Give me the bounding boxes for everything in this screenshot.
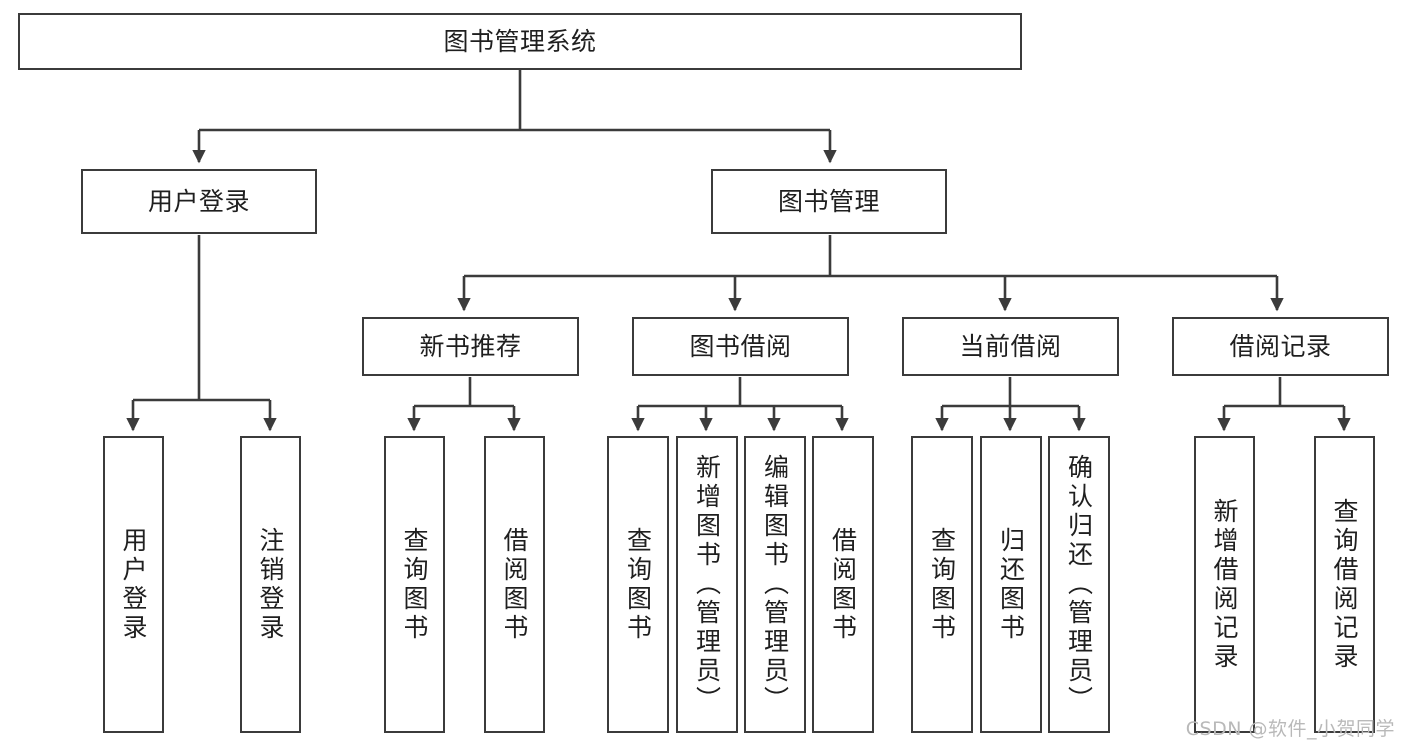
node-leaf-user-login[interactable]: 用户登录	[103, 436, 164, 733]
node-label: 当前借阅	[959, 331, 1062, 361]
node-label: 归还图书	[996, 526, 1026, 643]
node-user-login[interactable]: 用户登录	[81, 169, 317, 234]
node-leaf-logout[interactable]: 注销登录	[240, 436, 301, 733]
node-new-book-recommendation[interactable]: 新书推荐	[362, 317, 579, 376]
node-label: 用户登录	[119, 526, 148, 643]
watermark: CSDN @软件_小贺同学	[1185, 718, 1395, 740]
node-leaf-confirm-return-admin[interactable]: 确认归还（管理员）	[1048, 436, 1110, 733]
node-label: 查询借阅记录	[1330, 497, 1359, 672]
node-leaf-query-borrow-record[interactable]: 查询借阅记录	[1314, 436, 1375, 733]
node-label: 新增借阅记录	[1210, 497, 1239, 672]
node-book-management[interactable]: 图书管理	[711, 169, 947, 234]
node-leaf-query-book-current[interactable]: 查询图书	[911, 436, 973, 733]
node-label: 图书管理	[777, 186, 880, 216]
node-label: 借阅图书	[828, 526, 858, 643]
node-label: 借阅记录	[1229, 331, 1332, 361]
node-label: 查询图书	[623, 526, 653, 643]
node-root-book-management-system[interactable]: 图书管理系统	[18, 13, 1022, 70]
node-leaf-query-book-borrow[interactable]: 查询图书	[607, 436, 669, 733]
node-label: 图书借阅	[689, 331, 792, 361]
node-leaf-borrow-book-recommend[interactable]: 借阅图书	[484, 436, 545, 733]
node-leaf-add-borrow-record[interactable]: 新增借阅记录	[1194, 436, 1255, 733]
node-label: 查询图书	[927, 526, 957, 643]
node-label: 查询图书	[400, 526, 429, 643]
node-leaf-query-book-recommend[interactable]: 查询图书	[384, 436, 445, 733]
node-label: 编辑图书（管理员）	[760, 454, 790, 715]
node-label: 新书推荐	[419, 331, 522, 361]
node-label: 注销登录	[256, 526, 285, 643]
node-label: 用户登录	[147, 186, 250, 216]
node-leaf-edit-book-admin[interactable]: 编辑图书（管理员）	[744, 436, 806, 733]
node-current-borrow[interactable]: 当前借阅	[902, 317, 1119, 376]
node-label: 图书管理系统	[443, 26, 597, 56]
node-label: 确认归还（管理员）	[1064, 454, 1094, 715]
node-leaf-return-book[interactable]: 归还图书	[980, 436, 1042, 733]
node-label: 借阅图书	[500, 526, 529, 643]
node-leaf-add-book-admin[interactable]: 新增图书（管理员）	[676, 436, 738, 733]
node-borrow-record[interactable]: 借阅记录	[1172, 317, 1389, 376]
node-label: 新增图书（管理员）	[692, 454, 722, 715]
node-leaf-borrow-book[interactable]: 借阅图书	[812, 436, 874, 733]
node-book-borrow[interactable]: 图书借阅	[632, 317, 849, 376]
